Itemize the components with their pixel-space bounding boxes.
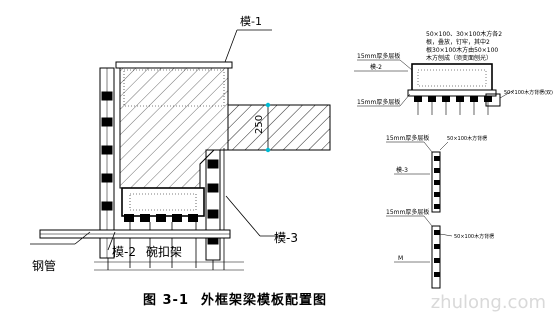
dimension-250: 250 bbox=[254, 115, 265, 134]
beam-bottom-formwork bbox=[121, 187, 205, 222]
right-scaffold-column bbox=[205, 149, 221, 261]
figure-title: 外框架梁模板配置图 bbox=[201, 293, 328, 308]
label-koujia: 碗扣架 bbox=[146, 244, 182, 259]
ply-label-d: 15mm厚多层板 bbox=[386, 208, 429, 216]
ply-label-c: 15mm厚多层板 bbox=[386, 134, 429, 142]
note-line-2: 根，叠放，钉牢，其中2 bbox=[426, 38, 490, 46]
small-foot-label: M bbox=[398, 255, 403, 262]
figure-number: 图 3-1 bbox=[142, 293, 189, 308]
small-right-label-b: 50×100木方背楞 bbox=[454, 233, 494, 240]
note-line-4: 木方刨成（须变面刨光） bbox=[426, 54, 492, 62]
label-mo2: 模-2 bbox=[112, 245, 136, 259]
middle-right-detail: 15mm厚多层板 50×100木方背楞 模-3 15mm厚多层板 bbox=[386, 134, 487, 227]
top-right-detail: 50×100、30×100木方各2 根，叠放，钉牢，其中2 根30×100木方由… bbox=[354, 30, 553, 115]
floor-slab bbox=[227, 104, 331, 151]
ply-label-b: 15mm厚多层板 bbox=[357, 98, 400, 106]
small-left-label: 模-3 bbox=[396, 166, 408, 174]
figure-caption: 图 3-1 外框架梁模板配置图 bbox=[0, 289, 470, 308]
watermark: zhulong.com bbox=[430, 292, 546, 313]
note-line-3: 根30×100木方由50×100 bbox=[426, 46, 498, 54]
small-mid-label: 50×100木方背楞 bbox=[447, 135, 487, 142]
label-mo1: 模-1 bbox=[240, 15, 262, 28]
bottom-right-detail: 50×100木方背楞 M bbox=[394, 225, 494, 289]
top-formwork-plate bbox=[115, 61, 233, 69]
note-line-1: 50×100、30×100木方各2 bbox=[426, 30, 502, 38]
main-section: 模-1 bbox=[30, 15, 331, 273]
ply-label-a: 15mm厚多层板 bbox=[357, 52, 400, 60]
small-right-label-a: 50×100木方背楞(双) bbox=[504, 89, 553, 96]
small-mo2-label: 模-2 bbox=[370, 63, 382, 71]
label-gangguan: 钢管 bbox=[32, 258, 56, 273]
label-mo3: 模-3 bbox=[274, 231, 298, 245]
